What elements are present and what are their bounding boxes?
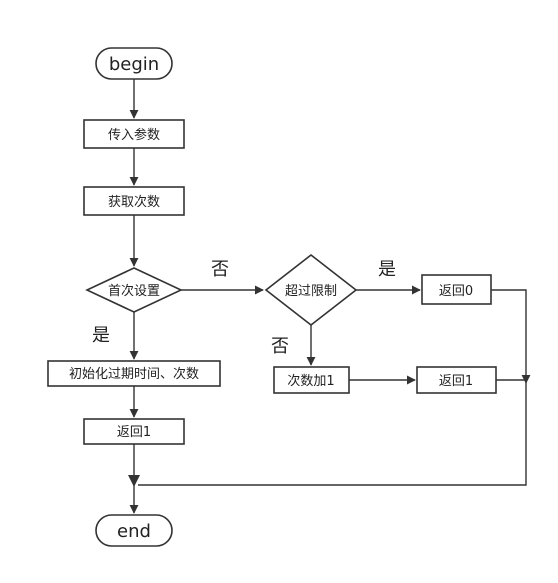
node-pass-params: 传入参数 [83,119,185,149]
node-return0-label: 返回0 [439,284,473,299]
node-first-setup: 首次设置 [85,267,183,313]
edge-label-first-setup-yes: 是 [92,325,110,346]
node-return0: 返回0 [421,274,492,305]
node-init-time-count: 初始化过期时间、次数 [47,360,221,387]
edge-label-over-limit-no: 否 [271,336,289,357]
edge-return0-down-right-rail [491,289,531,384]
node-return1-left-label: 返回1 [117,425,151,440]
node-init-time-count-label: 初始化过期时间、次数 [69,366,199,382]
node-first-setup-label: 首次设置 [108,283,160,299]
edges [128,79,531,514]
node-count-plus1: 次数加1 [273,366,350,394]
node-end: end [95,514,173,547]
node-return1-right: 返回1 [416,366,497,394]
edge-join-arrow [128,475,140,487]
node-begin: begin [95,47,173,80]
node-return1-right-label: 返回1 [439,374,473,389]
node-get-count: 获取次数 [83,186,185,216]
node-over-limit-label: 超过限制 [285,284,337,299]
edge-rail-to-left-main [138,383,527,486]
node-return1-left: 返回1 [83,418,185,445]
node-count-plus1-label: 次数加1 [287,373,334,389]
node-end-label: end [117,521,151,542]
node-begin-label: begin [109,54,159,75]
node-pass-params-label: 传入参数 [108,127,160,143]
node-get-count-label: 获取次数 [108,194,160,210]
node-over-limit: 超过限制 [264,253,358,327]
edge-label-over-limit-yes: 是 [378,259,396,280]
edge-label-first-setup-no: 否 [211,259,229,280]
